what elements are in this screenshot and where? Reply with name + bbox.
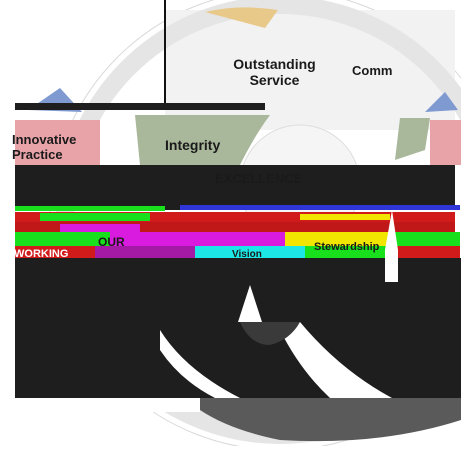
white-curve [280, 322, 392, 398]
outstanding-service-text: Outstanding Service [233, 56, 316, 89]
white-wedge [238, 285, 262, 322]
blue-wedge-right [425, 92, 458, 112]
excellence-text: EXCELLENCE [215, 171, 303, 186]
outstanding-service-label: Outstanding Service [222, 56, 327, 88]
our-text: OUR [98, 235, 125, 249]
working-text: WORKING [14, 248, 69, 260]
community-label: Comm [352, 63, 393, 79]
innovative-segment [15, 120, 100, 165]
integrity-label: Integrity [165, 137, 220, 153]
community-text: Comm [352, 63, 393, 78]
glitch-strip [305, 246, 395, 258]
innovative-practice-label: Innovative Practice [12, 132, 77, 163]
our-label: OUR [98, 235, 125, 250]
glitch-strip [15, 165, 455, 185]
glitch-strip [40, 213, 150, 221]
glitch-strip [15, 246, 95, 258]
glitch-strip [285, 232, 395, 246]
lower-arc [200, 398, 461, 442]
working-label: WORKING [14, 248, 68, 261]
integrity-text: Integrity [165, 137, 221, 153]
glitch-strip [60, 224, 140, 232]
integrity-segment [135, 115, 270, 165]
white-needle [385, 210, 398, 282]
vision-label: Vision [232, 249, 262, 261]
glitch-strip [180, 205, 460, 210]
white-curve-left [160, 330, 240, 398]
gold-wedge [205, 7, 278, 28]
glitch-strip [195, 246, 305, 258]
excellence-label: EXCELLENCE [215, 171, 303, 187]
pink-segment-right [430, 120, 461, 165]
glitch-strip [300, 214, 390, 220]
glitch-strip [395, 246, 460, 258]
glitch-strip [110, 232, 285, 246]
stewardship-label: Stewardship [314, 241, 379, 254]
glitch-strip [15, 232, 110, 246]
glitch-strip [15, 206, 165, 211]
glitch-strip [15, 212, 455, 222]
green-segment-right [395, 118, 430, 160]
glitch-strip [15, 222, 455, 232]
vision-text: Vision [232, 249, 262, 260]
glitch-strip [95, 246, 195, 258]
lower-gap [15, 398, 200, 412]
stewardship-text: Stewardship [314, 241, 380, 253]
glitch-strip [15, 103, 265, 110]
dark-hub [240, 322, 300, 345]
innovative-practice-text: Innovative Practice [12, 132, 77, 162]
glitch-strip [395, 232, 460, 246]
